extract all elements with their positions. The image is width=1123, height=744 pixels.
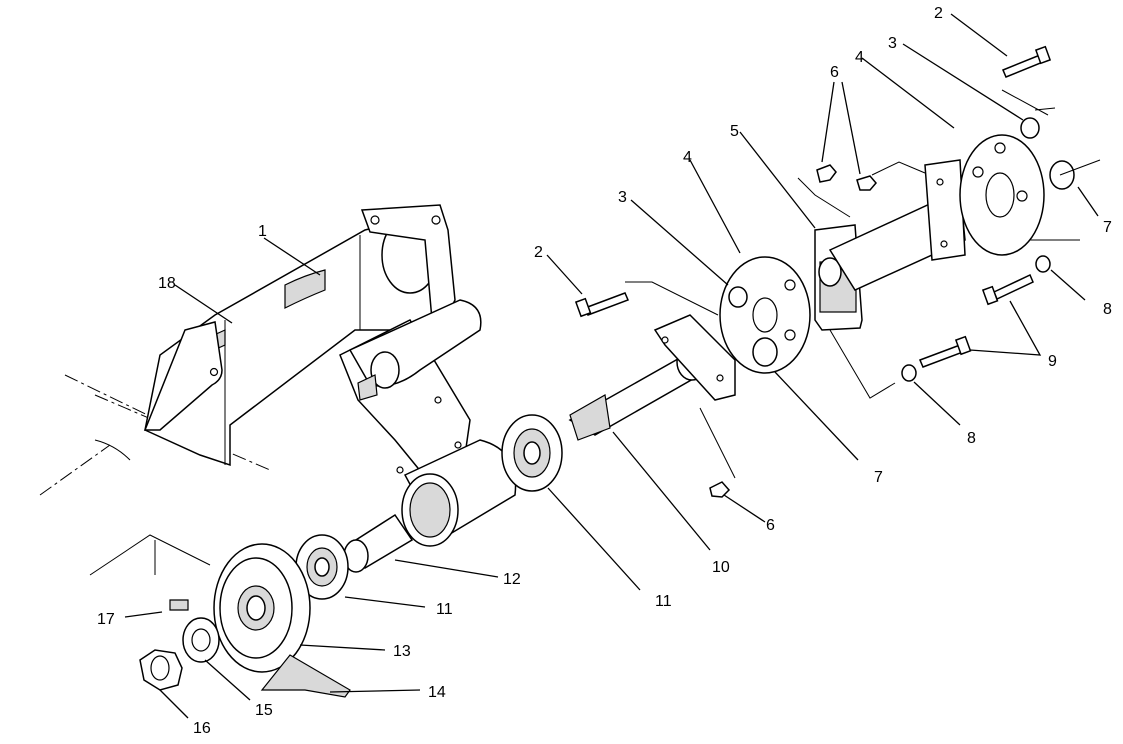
callout-11-right: 11 xyxy=(655,593,672,610)
leader-lines xyxy=(124,13,1101,719)
callout-8-bottom: 8 xyxy=(967,430,976,447)
callout-2-top: 2 xyxy=(934,5,943,22)
callout-17: 17 xyxy=(97,611,115,628)
callout-9: 9 xyxy=(1048,353,1057,370)
callout-4-left: 4 xyxy=(683,149,692,166)
callout-6-bottom: 6 xyxy=(766,517,775,534)
callout-4-top: 4 xyxy=(855,49,864,66)
callout-11-left: 11 xyxy=(436,601,453,618)
callout-12: 12 xyxy=(503,571,521,588)
flange-assemblies xyxy=(709,117,1075,498)
callout-7-right: 7 xyxy=(1103,219,1112,236)
callout-labels: 1 2 2 3 3 4 4 5 6 6 7 7 8 8 9 10 11 11 1… xyxy=(97,5,1112,737)
callout-3-left: 3 xyxy=(618,189,627,206)
callout-10: 10 xyxy=(712,559,730,576)
callout-18: 18 xyxy=(158,275,176,292)
callout-2-left: 2 xyxy=(534,244,543,261)
callout-14: 14 xyxy=(428,684,446,701)
frame-tube-assembly xyxy=(39,204,517,576)
callout-5: 5 xyxy=(730,123,739,140)
callout-1: 1 xyxy=(258,223,267,240)
callout-15: 15 xyxy=(255,702,273,719)
callout-16: 16 xyxy=(193,720,211,737)
callout-6-top: 6 xyxy=(830,64,839,81)
callout-7-bottom: 7 xyxy=(874,469,883,486)
callout-13: 13 xyxy=(393,643,411,660)
shaft-and-bearings xyxy=(501,314,736,492)
bolts-and-washers xyxy=(574,45,1052,382)
callout-8-right: 8 xyxy=(1103,301,1112,318)
callout-3-top: 3 xyxy=(888,35,897,52)
pulley-stack xyxy=(139,513,414,698)
